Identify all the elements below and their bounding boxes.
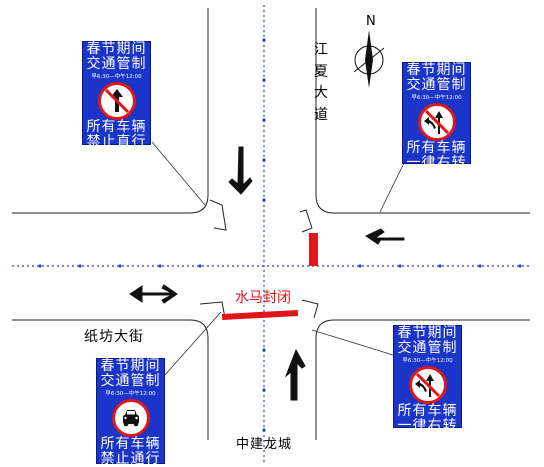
sign-ne-hours: 早6:30—中午12:00 bbox=[411, 94, 462, 101]
sign-ne-line1: 春节期间 bbox=[406, 62, 467, 78]
sign-se-hours: 早6:30—中午12:00 bbox=[402, 357, 453, 364]
sign-ne-line2: 交通管制 bbox=[406, 77, 467, 94]
sign-nw-hours: 早6:30—中午12:00 bbox=[91, 73, 142, 80]
no-left-turn-icon bbox=[417, 102, 456, 141]
sign-se-line1: 春节期间 bbox=[397, 325, 458, 341]
sign-sw-hours: 早6:30—中午12:00 bbox=[105, 390, 156, 397]
no-left-turn-icon bbox=[408, 365, 447, 404]
road-label-south: 中建龙城 bbox=[236, 437, 293, 452]
compass-needle bbox=[365, 30, 373, 88]
leader-ne bbox=[379, 162, 405, 213]
sign-ne-line3: 所有车辆 bbox=[406, 139, 467, 156]
closure-label: 水马封闭 bbox=[235, 290, 291, 306]
road-label-east: 江夏大道 bbox=[314, 42, 328, 124]
corner-ne bbox=[299, 209, 313, 233]
road-label-west: 纸坊大街 bbox=[84, 329, 144, 345]
centerline-ticks bbox=[38, 38, 522, 432]
arrow-west-approach bbox=[139, 284, 178, 304]
sign-sw-line2: 交通管制 bbox=[100, 373, 161, 390]
corner-nw bbox=[209, 199, 227, 231]
compass bbox=[353, 30, 385, 88]
direction-arrows bbox=[129, 146, 405, 401]
sign-se-line4: 一律右转 bbox=[397, 418, 458, 435]
barrier-south bbox=[221, 310, 299, 320]
sign-nw: 春节期间 交通管制 早6:30—中午12:00 所有车辆 禁止直行 bbox=[82, 41, 151, 150]
leader-lines bbox=[147, 141, 405, 395]
sign-se-line2: 交通管制 bbox=[397, 340, 458, 357]
curb-se bbox=[315, 319, 530, 440]
no-straight-icon bbox=[97, 81, 136, 120]
sign-sw-line1: 春节期间 bbox=[100, 358, 161, 374]
curb-nw bbox=[12, 8, 209, 214]
sign-sw-line4: 禁止通行 bbox=[100, 451, 161, 467]
corner-sw bbox=[199, 301, 226, 319]
sign-nw-line1: 春节期间 bbox=[86, 41, 147, 57]
arrow-east-approach bbox=[364, 228, 405, 245]
corner-se bbox=[301, 299, 319, 319]
arrow-south-approach bbox=[284, 348, 306, 401]
north-label: N bbox=[366, 14, 376, 29]
sign-se-line3: 所有车辆 bbox=[397, 402, 458, 419]
curb-sw bbox=[12, 319, 209, 440]
sign-ne: 春节期间 交通管制 早6:30—中午12:00 所有车辆 一律右转 bbox=[402, 62, 471, 171]
leader-se bbox=[311, 329, 394, 356]
arrow-north-approach bbox=[228, 146, 253, 195]
road-curbs bbox=[12, 8, 530, 440]
barrier-east bbox=[309, 233, 318, 266]
sign-sw-line3: 所有车辆 bbox=[100, 435, 161, 452]
sign-nw-line4: 禁止直行 bbox=[86, 134, 147, 151]
sign-nw-line2: 交通管制 bbox=[86, 56, 147, 73]
sign-nw-line3: 所有车辆 bbox=[86, 118, 147, 135]
sign-ne-line4: 一律右转 bbox=[406, 155, 467, 172]
sign-se: 春节期间 交通管制 早6:30—中午12:00 所有车辆 一律右转 bbox=[393, 325, 462, 434]
no-vehicles-icon bbox=[111, 398, 150, 437]
sign-sw: 春节期间 交通管制 早6:30—中午12:00 所有车辆 禁止通行 bbox=[96, 358, 165, 467]
leader-nw bbox=[151, 141, 206, 206]
curb-ne bbox=[315, 8, 530, 214]
barriers bbox=[221, 233, 318, 320]
arrow-west-tail bbox=[129, 285, 143, 303]
